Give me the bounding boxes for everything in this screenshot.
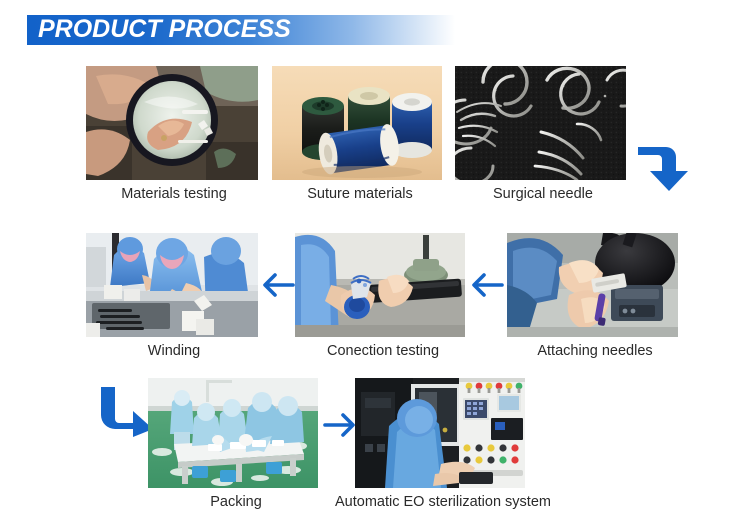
step-caption-eo-sterilization: Automatic EO sterilization system bbox=[335, 494, 551, 510]
arrow-row1-to-row2 bbox=[636, 141, 690, 193]
step-caption-surgical-needle: Surgical needle bbox=[493, 186, 593, 202]
step-materials-testing: Materials testing bbox=[86, 66, 262, 202]
winding-illustration bbox=[86, 233, 258, 337]
step-caption-attaching-needles: Attaching needles bbox=[537, 343, 653, 359]
arrow-conection-to-winding bbox=[261, 272, 295, 298]
arrow-packing-to-eo bbox=[323, 412, 357, 438]
step-image-suture-materials bbox=[272, 66, 442, 180]
step-winding: Winding bbox=[86, 233, 262, 361]
materials-testing-illustration bbox=[86, 66, 258, 180]
step-caption-materials-testing: Materials testing bbox=[121, 186, 227, 202]
step-conection-testing: Conection testing bbox=[295, 233, 471, 361]
arrow-row2-to-row3 bbox=[99, 385, 155, 439]
step-eo-sterilization: Automatic EO sterilization system bbox=[335, 378, 551, 510]
step-caption-winding: Winding bbox=[147, 343, 201, 359]
section-title-bar bbox=[27, 15, 455, 45]
step-image-conection-testing bbox=[295, 233, 465, 337]
right-down-arrow-icon bbox=[638, 147, 688, 191]
step-packing: Packing bbox=[148, 378, 324, 510]
attaching-needles-illustration bbox=[507, 233, 678, 337]
left-arrow-icon bbox=[263, 273, 295, 297]
step-surgical-needle: Surgical needle bbox=[455, 66, 631, 202]
down-right-arrow-icon bbox=[101, 387, 153, 437]
conection-testing-illustration bbox=[295, 233, 465, 337]
step-image-winding bbox=[86, 233, 258, 337]
step-attaching-needles: Attaching needles bbox=[507, 233, 683, 361]
packing-illustration bbox=[148, 378, 318, 488]
right-arrow-icon bbox=[323, 413, 355, 437]
step-suture-materials: Suture materials bbox=[272, 66, 448, 202]
step-image-attaching-needles bbox=[507, 233, 678, 337]
surgical-needle-illustration bbox=[455, 66, 626, 180]
left-arrow-icon bbox=[472, 273, 504, 297]
step-image-eo-sterilization bbox=[355, 378, 525, 488]
page-title: PRODUCT PROCESS bbox=[38, 15, 291, 43]
step-caption-packing: Packing bbox=[210, 494, 262, 510]
step-caption-suture-materials: Suture materials bbox=[307, 186, 413, 202]
suture-materials-illustration bbox=[272, 66, 442, 180]
step-image-packing bbox=[148, 378, 318, 488]
step-caption-conection-testing: Conection testing bbox=[326, 343, 440, 359]
step-image-materials-testing bbox=[86, 66, 258, 180]
step-image-surgical-needle bbox=[455, 66, 626, 180]
eo-sterilization-illustration bbox=[355, 378, 525, 488]
arrow-attaching-to-conection bbox=[470, 272, 504, 298]
